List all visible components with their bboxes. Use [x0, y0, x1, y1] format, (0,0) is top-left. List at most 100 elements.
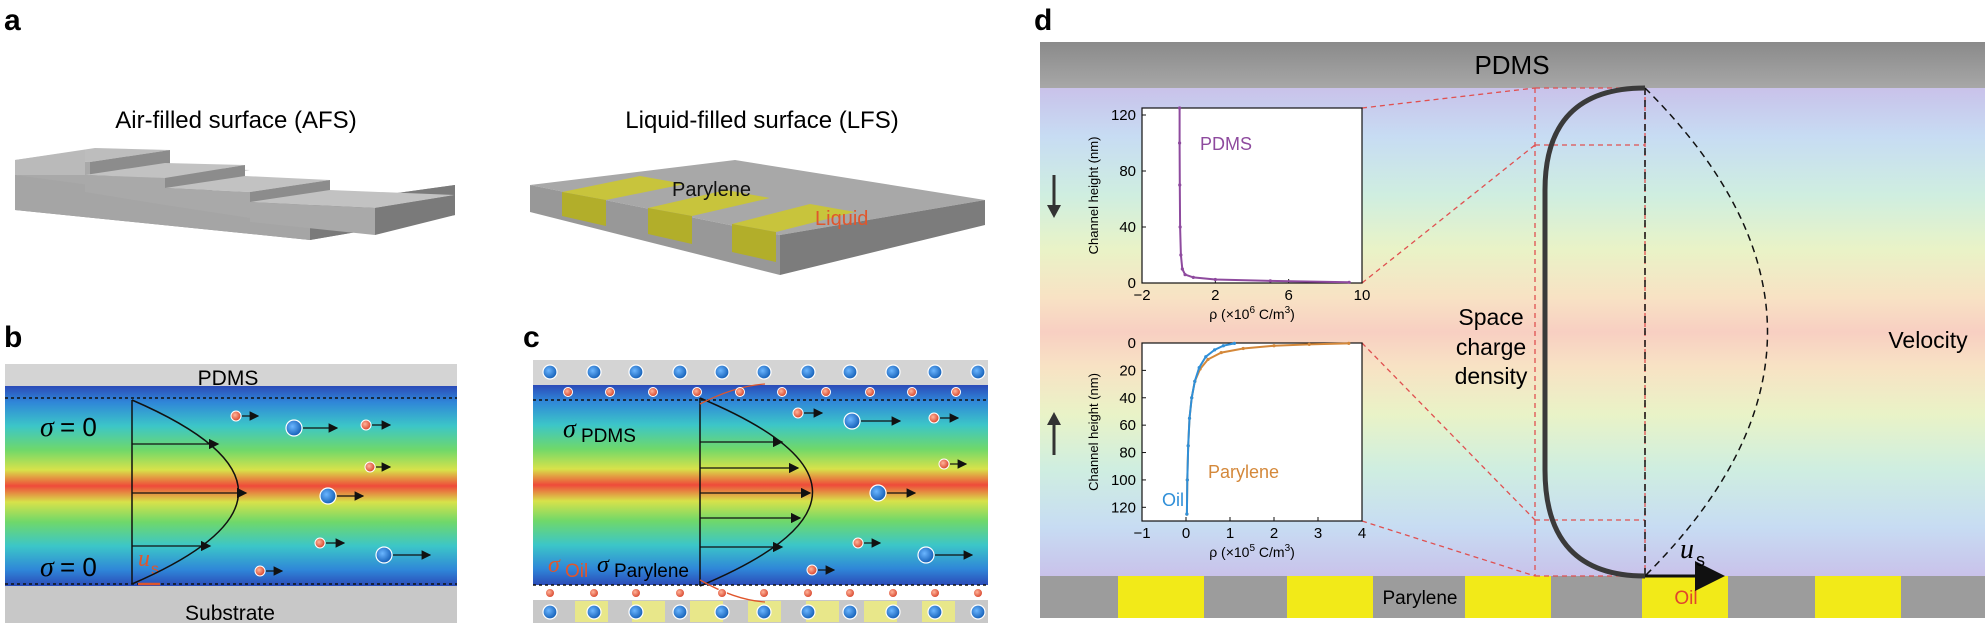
inset-2-point [1186, 444, 1190, 448]
b-sigma-top-eq: = 0 [60, 412, 97, 442]
inset-2-point [1185, 512, 1189, 516]
inset-1-xlabel: ρ (×106 C/m3) [1209, 305, 1295, 322]
inset-1-xtick-label: 2 [1211, 287, 1219, 304]
inset-1-point [1177, 141, 1182, 145]
inset-2-xtick-label: 1 [1226, 525, 1234, 542]
b-sigma-bottom-symbol: σ [40, 552, 55, 583]
d-space-charge-label-1: Space [1458, 304, 1523, 330]
panel-d: d PDMS Parylene Oil [1034, 4, 1985, 618]
d-parylene-label: Parylene [1383, 588, 1458, 609]
c-flow-ions [792, 407, 974, 576]
inset-1-ytick-label: 40 [1119, 219, 1136, 236]
inset-2-point [1190, 396, 1194, 400]
panel-c-label: c [523, 321, 540, 354]
inset-1-point [1180, 267, 1184, 271]
inset-1-point [1268, 279, 1272, 283]
inset-2-ytick-label: 0 [1128, 335, 1136, 352]
inset-2-series-label-oil: Oil [1162, 490, 1184, 510]
inset-2-ytick-label: 80 [1119, 445, 1136, 462]
b-sigma-top-symbol: σ [40, 412, 55, 443]
inset-1-point [1191, 275, 1195, 279]
b-pdms-label: PDMS [198, 367, 259, 390]
inset-2-point [1193, 379, 1197, 383]
b-sigma-bottom-eq: = 0 [60, 552, 97, 582]
inset-2-point [1221, 344, 1225, 348]
inset-2-xtick-label: 3 [1314, 525, 1322, 542]
inset-2-point [1187, 416, 1192, 420]
panel-b-label: b [4, 321, 22, 354]
d-space-charge-label-3: density [1455, 363, 1528, 389]
inset-1-ytick-label: 120 [1111, 107, 1136, 124]
inset-2-frame [1141, 342, 1363, 522]
inset-2-point [1307, 342, 1311, 346]
inset-2-point [1206, 357, 1210, 362]
d-velocity-profile [1644, 87, 1769, 577]
panel-d-label: d [1034, 4, 1052, 37]
inset-1-point [1178, 225, 1182, 229]
c-velocity-profile [699, 397, 814, 587]
inset-2-point [1204, 355, 1208, 359]
c-sigma-parylene-symbol: σ [597, 552, 610, 578]
c-sigma-pdms-sub: PDMS [581, 426, 636, 447]
panel-c: c σ PDMS σ Oil σ Parylene [523, 321, 988, 623]
d-space-charge-curve [1542, 85, 1646, 579]
d-us-sub: s [1696, 550, 1705, 570]
inset-2-ylabel: Channel height (nm) [1086, 373, 1101, 491]
panel-c-flow-field [533, 385, 988, 585]
inset-1-point [1347, 280, 1351, 284]
d-pdms-bar [1040, 42, 1985, 88]
c-sigma-pdms-symbol: σ [563, 414, 577, 443]
c-sigma-oil-sub: Oil [565, 561, 588, 582]
inset-1-ylabel: Channel height (nm) [1086, 137, 1101, 255]
inset-2-point [1347, 341, 1351, 346]
d-velocity-label: Velocity [1888, 327, 1968, 353]
inset-1-point [1213, 277, 1217, 282]
inset-2-xtick-label: −1 [1133, 525, 1150, 542]
inset-2-point [1197, 366, 1201, 370]
inset-2-point [1241, 346, 1245, 351]
afs-block [15, 148, 455, 240]
b-ions [230, 410, 432, 577]
inset-1-point [1177, 106, 1182, 110]
inset-1-xtick-label: −2 [1133, 287, 1150, 304]
lfs-title: Liquid-filled surface (LFS) [625, 107, 898, 134]
inset-2-xtick-label: 4 [1358, 525, 1366, 542]
d-oil-label: Oil [1674, 588, 1697, 609]
inset-2-ytick-label: 60 [1119, 417, 1136, 434]
inset-2-point [1232, 341, 1236, 346]
inset-2-series-label-parylene: Parylene [1208, 462, 1279, 482]
inset-2-xlabel: ρ (×105 C/m3) [1209, 543, 1295, 560]
b-us-symbol: u [138, 546, 150, 572]
inset-2-point [1213, 348, 1217, 352]
inset-2-ytick-label: 100 [1111, 472, 1136, 489]
inset-2-point [1272, 344, 1276, 348]
inset-1-xtick-label: 10 [1354, 287, 1371, 304]
c-sigma-oil-symbol: σ [548, 552, 561, 578]
c-wall-ions [542, 364, 986, 620]
inset-2-point [1219, 350, 1223, 355]
lfs-block: Parylene Liquid [530, 160, 985, 275]
lfs-liquid-label: Liquid [815, 208, 868, 230]
inset-1-xtick-label: 6 [1284, 287, 1292, 304]
inset-1-ytick-label: 80 [1119, 163, 1136, 180]
c-sigma-parylene-sub: Parylene [614, 561, 689, 582]
d-pdms-label: PDMS [1474, 50, 1549, 80]
inset-2-ytick-label: 120 [1111, 499, 1136, 516]
d-us-symbol: u [1680, 534, 1694, 565]
inset-1-point [1179, 253, 1183, 257]
d-oil-stripes [1118, 576, 1901, 618]
inset-1-series-label: PDMS [1200, 134, 1252, 154]
d-space-charge-label-2: charge [1456, 334, 1526, 360]
inset-2-point [1185, 478, 1189, 482]
inset-1-point [1178, 183, 1182, 187]
lfs-parylene-label: Parylene [672, 179, 751, 201]
panel-b: b PDMS Substrate σ = 0 σ = 0 u s [4, 321, 457, 625]
inset-2-xtick-label: 2 [1270, 525, 1278, 542]
panel-a: a Air-filled surface (AFS) Liquid-filled… [4, 4, 985, 275]
b-us-sub: s [151, 561, 159, 578]
up-arrow-icon [1047, 412, 1061, 425]
panel-a-label: a [4, 4, 21, 37]
